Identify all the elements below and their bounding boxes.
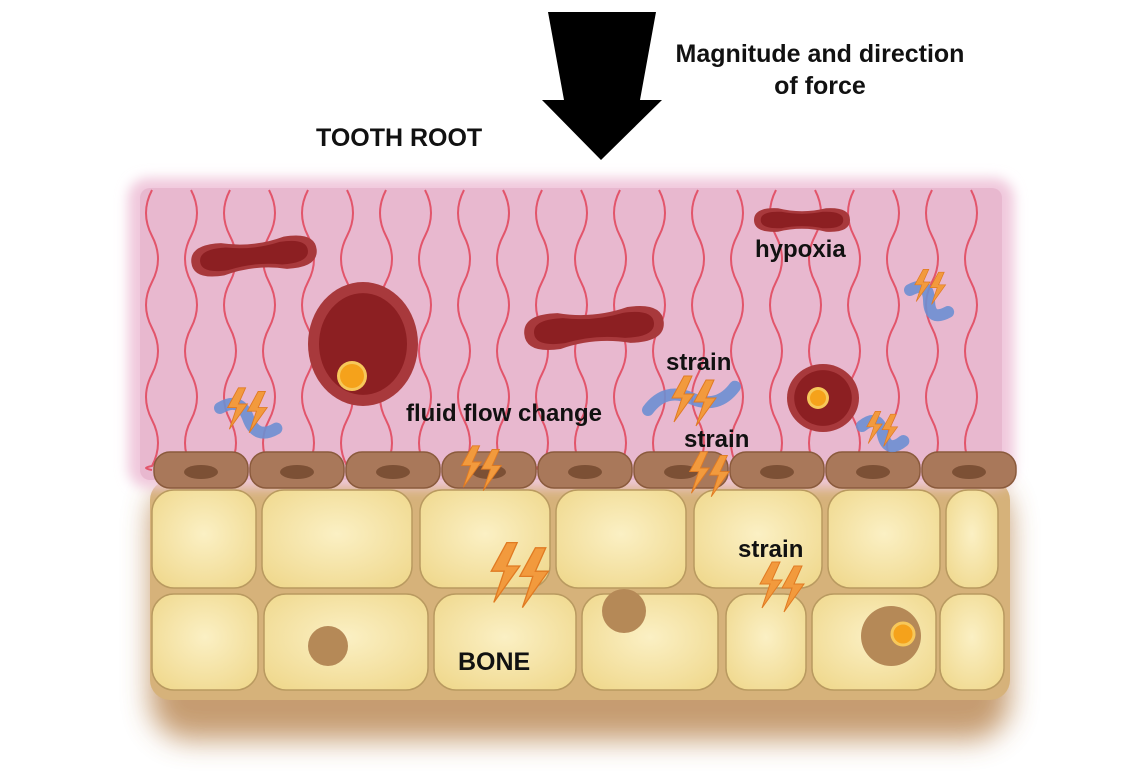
strain-label-bone: strain [738, 536, 803, 564]
osteoblast-nucleus [376, 465, 410, 479]
fibroblast-cell [754, 208, 850, 232]
strain-label-upper: strain [666, 349, 731, 377]
osteoblast-nucleus [856, 465, 890, 479]
force-label: Magnitude and direction of force [640, 38, 1000, 102]
round-cell [787, 364, 859, 432]
bone-cell [946, 490, 998, 588]
bone-cell [152, 594, 258, 690]
osteoblast-nucleus [280, 465, 314, 479]
bone-cell [262, 490, 412, 588]
osteoblast-cell [538, 452, 632, 488]
fluid-flow-label: fluid flow change [406, 400, 602, 428]
force-label-line2: of force [640, 70, 1000, 102]
osteoblast-layer [154, 452, 1016, 488]
osteoblast-nucleus [952, 465, 986, 479]
osteoblast-cell [826, 452, 920, 488]
bone-cell [828, 490, 940, 588]
bone-label: BONE [458, 648, 530, 677]
osteoblast-nucleus [760, 465, 794, 479]
osteoblast-cell [154, 452, 248, 488]
bone-cell [726, 594, 806, 690]
bone-cell [556, 490, 686, 588]
osteocyte-nucleus [892, 623, 914, 645]
bone-cell [940, 594, 1004, 690]
strain-label-middle: strain [684, 426, 749, 454]
osteoblast-cell [346, 452, 440, 488]
round-cell [308, 282, 418, 406]
force-label-line1: Magnitude and direction [640, 38, 1000, 70]
tooth-root-label: TOOTH ROOT [316, 124, 482, 153]
osteoblast-cell [250, 452, 344, 488]
osteoblast-cell [730, 452, 824, 488]
osteoblast-nucleus [568, 465, 602, 479]
hypoxia-label: hypoxia [755, 236, 846, 264]
osteocyte-lacuna [308, 626, 348, 666]
osteoblast-cell [922, 452, 1016, 488]
osteocyte-lacuna [602, 589, 646, 633]
bone-cell [152, 490, 256, 588]
osteoblast-nucleus [184, 465, 218, 479]
